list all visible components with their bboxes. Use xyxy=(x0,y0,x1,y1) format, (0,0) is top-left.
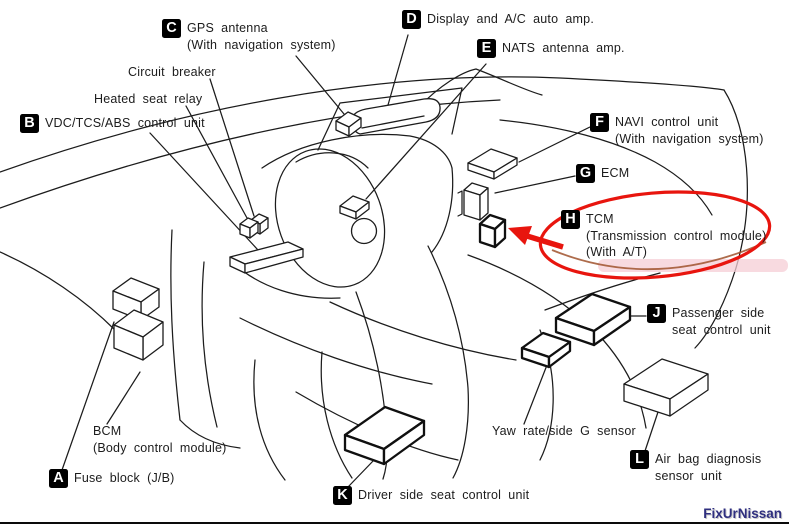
steering-wheel xyxy=(274,148,386,288)
label-yaw-sensor: Yaw rate/side G sensor xyxy=(492,423,636,440)
vdc-line1: VDC/TCS/ABS control unit xyxy=(45,116,205,130)
fuse-block-line1: Fuse block (J/B) xyxy=(74,471,175,485)
driver-seat-control-box xyxy=(343,405,426,466)
navi-line1: NAVI control unit xyxy=(615,115,719,129)
label-passenger-seat: J Passenger side seat control unit xyxy=(647,304,771,338)
fixurnissan-watermark: FixUrNissan xyxy=(703,506,782,521)
ecm-box xyxy=(457,182,489,221)
highlight-ellipse xyxy=(538,190,772,280)
badge-b: B xyxy=(20,114,39,133)
ecm-line1: ECM xyxy=(601,166,630,180)
badge-l: L xyxy=(630,450,649,469)
highlight-brown-shadow-arc xyxy=(551,241,767,271)
airbag-line1: Air bag diagnosis xyxy=(655,452,762,466)
bcm-line1: BCM xyxy=(93,424,122,438)
leader-lines xyxy=(61,34,661,488)
highlight-arrow-shaft xyxy=(526,233,564,250)
airbag-line2: sensor unit xyxy=(655,468,722,483)
label-airbag: L Air bag diagnosis sensor unit xyxy=(630,450,762,484)
label-circuit-breaker: Circuit breaker xyxy=(128,64,216,81)
badge-k: K xyxy=(333,486,352,505)
vdc-control-unit-box xyxy=(229,241,304,274)
badge-d: D xyxy=(402,10,421,29)
label-tcm: H TCM (Transmission control module) (Wit… xyxy=(561,210,767,261)
label-heated-seat-relay: Heated seat relay xyxy=(94,91,202,108)
circuit-breaker-relay-boxes xyxy=(239,213,269,239)
display-unit-shape xyxy=(351,98,441,135)
badge-f: F xyxy=(590,113,609,132)
label-bcm: BCM (Body control module) xyxy=(93,423,226,456)
tcm-box xyxy=(478,213,507,249)
driver-seat-line1: Driver side seat control unit xyxy=(358,488,530,502)
tcm-highlight-annotation xyxy=(508,190,788,280)
badge-g: G xyxy=(576,164,595,183)
display-amp-line1: Display and A/C auto amp. xyxy=(427,12,594,26)
passenger-seat-line1: Passenger side xyxy=(672,306,765,320)
label-vdc: B VDC/TCS/ABS control unit xyxy=(20,114,205,133)
tcm-line2: (Transmission control module) xyxy=(586,228,767,243)
nats-line1: NATS antenna amp. xyxy=(502,41,625,55)
badge-j: J xyxy=(647,304,666,323)
yaw-rate-sensor-box xyxy=(520,331,572,369)
passenger-seat-control-box xyxy=(554,292,632,347)
highlight-arrow-head xyxy=(508,226,532,245)
gps-antenna-box xyxy=(335,111,362,137)
bottom-border-line xyxy=(0,522,789,524)
circuit-breaker-line1: Circuit breaker xyxy=(128,65,216,79)
badge-h: H xyxy=(561,210,580,229)
label-ecm: G ECM xyxy=(576,164,630,183)
passenger-seat-line2: seat control unit xyxy=(672,322,771,337)
badge-e: E xyxy=(477,39,496,58)
label-nats: E NATS antenna amp. xyxy=(477,39,625,58)
badge-c: C xyxy=(162,19,181,38)
badge-a: A xyxy=(49,469,68,488)
airbag-diagnosis-box xyxy=(623,358,709,417)
label-driver-seat: K Driver side seat control unit xyxy=(333,486,530,505)
label-gps-antenna: C GPS antenna (With navigation system) xyxy=(162,19,336,53)
bcm-line2: (Body control module) xyxy=(93,440,227,455)
tcm-line3: (With A/T) xyxy=(586,245,648,259)
nats-antenna-box xyxy=(339,195,370,220)
navi-line2: (With navigation system) xyxy=(615,131,764,146)
label-fuse-block: A Fuse block (J/B) xyxy=(49,469,175,488)
bcm-box xyxy=(113,309,164,361)
tcm-line1: TCM xyxy=(586,212,614,226)
gps-antenna-line1: GPS antenna xyxy=(187,21,268,35)
label-navi: F NAVI control unit (With navigation sys… xyxy=(590,113,764,147)
navi-control-unit-box xyxy=(467,148,518,180)
heated-seat-relay-line1: Heated seat relay xyxy=(94,92,203,106)
label-display-amp: D Display and A/C auto amp. xyxy=(402,10,594,29)
yaw-sensor-line1: Yaw rate/side G sensor xyxy=(492,424,636,438)
steering-hub-circle xyxy=(350,217,378,245)
gps-antenna-line2: (With navigation system) xyxy=(187,37,336,52)
